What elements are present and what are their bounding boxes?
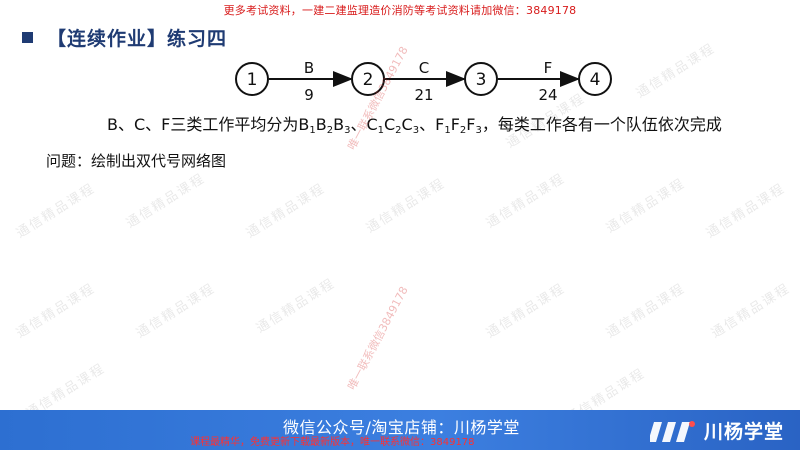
node-4: 4 xyxy=(578,62,612,96)
question-text: 问题：绘制出双代号网络图 xyxy=(46,152,227,170)
group-b: B1B2B3 xyxy=(298,115,351,136)
node-3: 3 xyxy=(464,62,498,96)
arrow-label-b: B xyxy=(304,59,314,77)
problem-description: B、C、F三类工作平均分为B1B2B3、C1C2C3、F1F2F3，每类工作各有… xyxy=(107,115,722,136)
top-banner: 更多考试资料，一建二建监理造价消防等考试资料请加微信：3849178 xyxy=(223,4,577,17)
brand-name: 川杨学堂 xyxy=(704,420,785,443)
arrow-1-2: B 9 xyxy=(269,59,353,104)
arrow-duration-21: 21 xyxy=(414,86,433,104)
slide-title: 【连续作业】练习四 xyxy=(47,28,228,50)
node-2: 2 xyxy=(351,62,385,96)
node-1: 1 xyxy=(235,62,269,96)
brand-logo-icon xyxy=(650,421,695,442)
footer-main-text: 微信公众号/淘宝店铺：川杨学堂 xyxy=(283,418,520,437)
description-prefix: B、C、F三类工作平均分为 xyxy=(107,115,299,134)
group-c: C1C2C3 xyxy=(366,115,420,136)
node-2-label: 2 xyxy=(363,70,374,90)
node-1-label: 1 xyxy=(247,70,258,90)
node-3-label: 3 xyxy=(476,70,487,90)
group-f: F1F2F3 xyxy=(435,115,482,136)
arrow-label-c: C xyxy=(419,59,429,77)
description-suffix: ，每类工作各有一个队伍依次完成 xyxy=(481,115,722,134)
arrow-duration-9: 9 xyxy=(304,86,314,104)
arrow-duration-24: 24 xyxy=(538,86,557,104)
node-4-label: 4 xyxy=(590,70,601,90)
arrow-label-f: F xyxy=(544,59,553,77)
arrow-2-3: C 21 xyxy=(385,59,466,104)
title-bullet-square xyxy=(22,32,33,43)
brand: 川杨学堂 xyxy=(650,416,784,444)
arrow-3-4: F 24 xyxy=(498,59,580,104)
footer-red-text: 课程最精华，免费更新下载最新版本，唯一联系微信：3849178 xyxy=(190,437,475,448)
slide-title-row: 【连续作业】练习四 xyxy=(22,24,227,51)
